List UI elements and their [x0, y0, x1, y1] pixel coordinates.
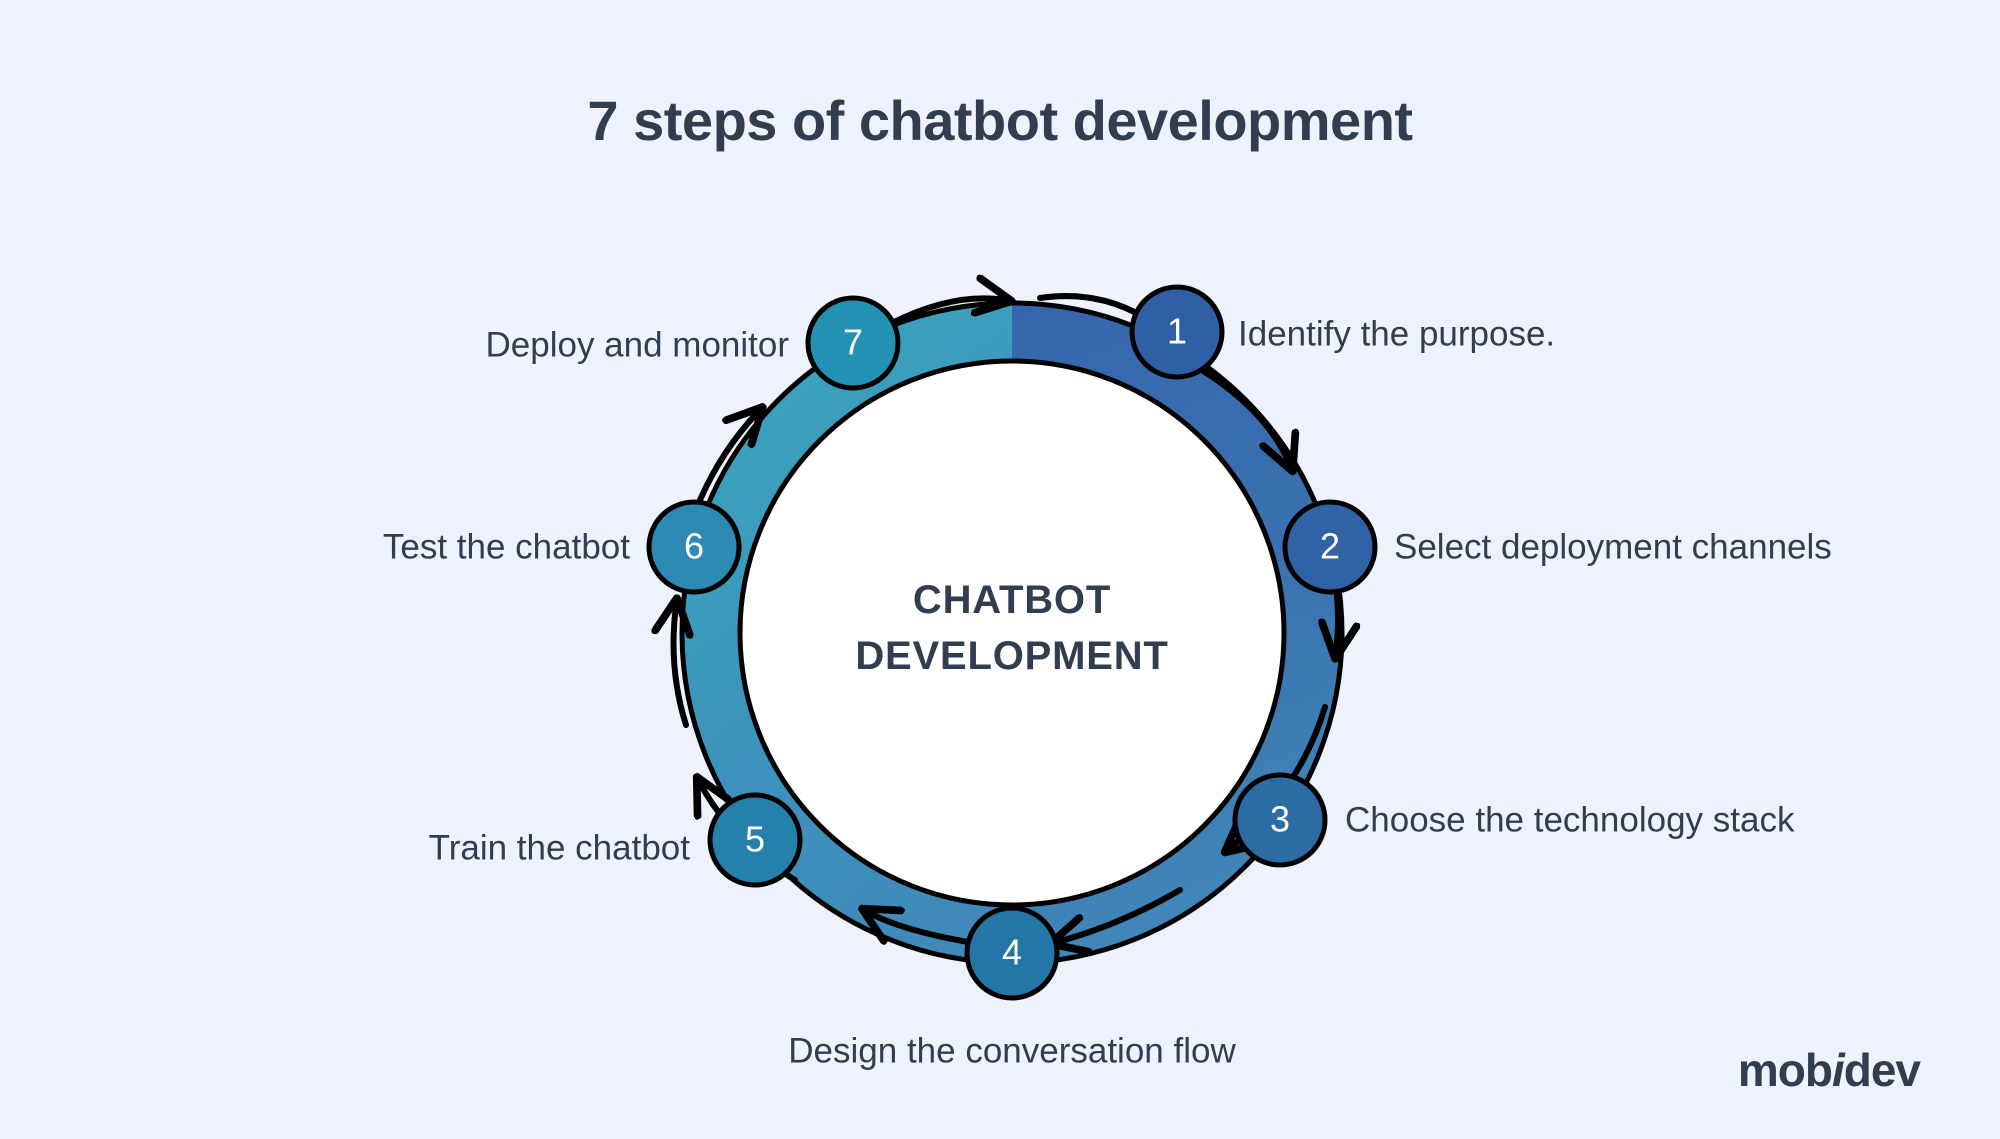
- step-circle-1[interactable]: [1129, 284, 1225, 380]
- step-label-7: Deploy and monitor: [485, 325, 790, 365]
- step-number-7: 7: [843, 322, 863, 363]
- step-number-6: 6: [684, 526, 704, 567]
- step-marker-2[interactable]: 2: [1282, 499, 1378, 595]
- step-label-6: Test the chatbot: [382, 527, 630, 567]
- step-marker-3[interactable]: 3: [1232, 772, 1328, 868]
- step-circle-6[interactable]: [646, 499, 742, 595]
- ring-inner-disc: [737, 358, 1287, 908]
- logo-text-part2: i: [1831, 1044, 1845, 1096]
- mobidev-logo: mobidev: [1737, 1043, 1921, 1097]
- step-marker-5[interactable]: 5: [707, 792, 803, 888]
- hub-title-line2: DEVELOPMENT: [855, 634, 1168, 678]
- arrow-3-to-4: [1057, 887, 1183, 942]
- page-title: 7 steps of chatbot development: [587, 89, 1413, 152]
- hub-title-line1: CHATBOT: [913, 578, 1111, 622]
- step-number-4: 4: [1002, 932, 1022, 973]
- step-markers: 1 2 3 4 5 6 7: [646, 284, 1378, 1001]
- step-circle-2[interactable]: [1282, 499, 1378, 595]
- logo-text-part1: mob: [1737, 1044, 1833, 1096]
- arrow-5-to-6: [674, 605, 686, 728]
- step-number-2: 2: [1320, 526, 1340, 567]
- logo-text-part3: dev: [1843, 1044, 1921, 1096]
- step-label-5: Train the chatbot: [428, 828, 690, 868]
- step-circle-5[interactable]: [707, 792, 803, 888]
- step-label-3: Choose the technology stack: [1345, 800, 1795, 840]
- step-marker-1[interactable]: 1: [1129, 284, 1225, 380]
- step-label-2: Select deployment channels: [1394, 527, 1832, 567]
- step-circle-3[interactable]: [1232, 772, 1328, 868]
- step-number-3: 3: [1270, 799, 1290, 840]
- arrow-7-to-1: [891, 298, 1005, 325]
- step-label-4: Design the conversation flow: [788, 1031, 1236, 1071]
- arrow-1-entry: [1037, 293, 1143, 318]
- step-circle-4[interactable]: [964, 905, 1060, 1001]
- step-marker-7[interactable]: 7: [805, 295, 901, 391]
- step-number-5: 5: [745, 819, 765, 860]
- step-label-1: Identify the purpose.: [1238, 314, 1556, 354]
- arrow-6-to-7: [697, 412, 758, 503]
- step-number-1: 1: [1167, 311, 1187, 352]
- step-circle-7[interactable]: [805, 295, 901, 391]
- step-marker-4[interactable]: 4: [964, 905, 1060, 1001]
- step-marker-6[interactable]: 6: [646, 499, 742, 595]
- arrow-4-to-5: [868, 912, 971, 945]
